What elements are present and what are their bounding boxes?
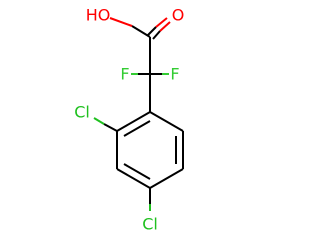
atom-label-chlorine-4: Cl bbox=[142, 215, 158, 234]
ring-inner-bond-3 bbox=[123, 163, 151, 180]
atom-label-carbonyl-oxygen: O bbox=[172, 6, 185, 25]
atom-label-fluorine-left: F bbox=[120, 65, 129, 84]
bond-c-o-double-hetero-a bbox=[155, 17, 168, 28]
bond-ring-cl2-hetero bbox=[93, 117, 105, 125]
ring-bond-6 bbox=[116, 111, 151, 132]
ring-bond-1 bbox=[149, 111, 184, 132]
ring-bond-4 bbox=[116, 168, 151, 189]
atom-label-fluorine-right: F bbox=[170, 65, 179, 84]
bond-c-o-double-hetero-b bbox=[159, 21, 171, 32]
ring-inner-bond-1 bbox=[123, 120, 151, 137]
structure-diagram: HO O F F Cl Cl bbox=[74, 6, 185, 234]
ring-bond-3 bbox=[149, 168, 184, 189]
bond-c-oh-hetero bbox=[109, 17, 133, 27]
atom-label-hydroxyl: HO bbox=[86, 6, 111, 25]
bond-c-oh bbox=[131, 25, 151, 38]
bond-c-o-double-b bbox=[152, 30, 161, 40]
bond-c-o-double-a bbox=[147, 26, 157, 36]
atom-label-chlorine-2: Cl bbox=[74, 103, 90, 122]
bond-ring-cl2 bbox=[103, 123, 118, 132]
